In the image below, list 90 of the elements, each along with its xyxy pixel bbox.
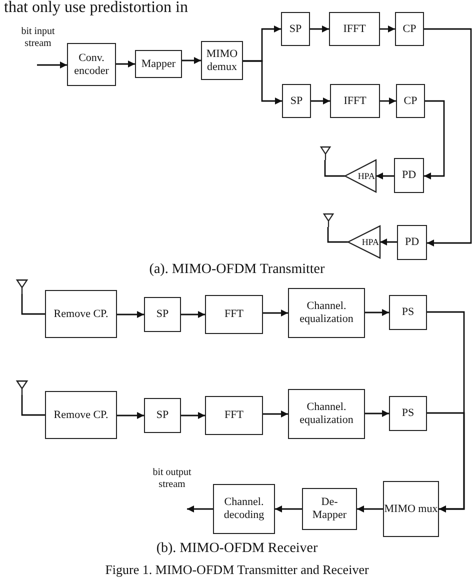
arrow — [117, 412, 144, 419]
body-text: that only use predistortion in — [4, 0, 189, 18]
amplifier-triangle — [345, 160, 376, 192]
connector-line — [21, 294, 45, 315]
arrow — [116, 60, 135, 68]
arrow — [380, 26, 395, 32]
block-label: MIMO mux — [384, 502, 438, 516]
process-box — [288, 288, 365, 338]
block-label: SP — [290, 94, 303, 108]
block-label: Channel. equalization — [298, 401, 354, 427]
process-box — [282, 84, 311, 118]
arrow — [275, 506, 302, 512]
process-box — [144, 398, 181, 433]
signal-label: bit input stream — [20, 26, 56, 50]
arrow — [424, 100, 445, 180]
process-box — [329, 12, 380, 46]
block-label: IFFT — [343, 22, 366, 36]
arrow — [376, 172, 394, 180]
arrow — [380, 98, 396, 104]
block-label: SP — [156, 409, 169, 422]
block-label: CP — [402, 22, 416, 36]
subfigure-caption: (b). MIMO-OFDM Receiver — [155, 541, 319, 558]
process-box — [67, 43, 116, 86]
block-label: Remove CP. — [54, 308, 108, 320]
arrow — [311, 98, 330, 104]
process-box — [330, 84, 380, 118]
block-label: PS — [402, 407, 414, 420]
arrow — [117, 311, 144, 318]
arrow — [37, 62, 67, 68]
block-label: Remove CP. — [54, 408, 108, 422]
process-box — [205, 295, 263, 334]
block-label: PS — [402, 306, 414, 319]
block-label: HPA — [358, 170, 375, 182]
process-box — [389, 295, 427, 330]
process-box — [45, 290, 117, 338]
signal-label: bit output stream — [152, 467, 192, 491]
process-box — [205, 396, 263, 435]
block-label: SP — [289, 22, 302, 36]
block-label: Channel. decoding — [222, 496, 266, 522]
arrow — [187, 506, 213, 512]
connector-line — [324, 160, 345, 177]
process-box — [395, 12, 424, 46]
arrow — [310, 26, 329, 32]
process-box — [389, 396, 427, 431]
process-box — [397, 225, 427, 260]
arrow — [263, 410, 288, 418]
antenna-icon — [323, 213, 334, 227]
arrow — [427, 412, 465, 512]
block-label: SP — [156, 308, 169, 321]
process-box — [396, 84, 425, 118]
process-box — [135, 50, 182, 78]
block-label: MIMO demux — [205, 48, 239, 74]
block-label: Conv. encoder — [73, 52, 110, 78]
antenna-icon — [16, 380, 28, 395]
block-label: PD — [402, 169, 416, 182]
arrow — [243, 60, 282, 104]
arrow — [182, 57, 201, 64]
figure-caption: Figure 1. MIMO-OFDM Transmitter and Receiver — [104, 562, 370, 578]
arrow — [357, 506, 383, 512]
process-box — [302, 488, 357, 530]
connector-line — [327, 227, 348, 243]
process-box — [394, 158, 424, 193]
antenna-icon — [16, 279, 28, 294]
process-box — [383, 481, 439, 537]
process-box — [201, 41, 243, 80]
process-box — [288, 389, 365, 439]
arrow — [424, 28, 472, 246]
process-box — [45, 391, 117, 439]
amplifier-triangle — [348, 226, 380, 258]
antenna-icon — [320, 146, 331, 160]
block-label: CP — [404, 94, 418, 108]
process-box — [213, 484, 275, 534]
connector-line — [21, 395, 45, 416]
block-label: FFT — [224, 308, 244, 321]
process-box — [281, 12, 310, 46]
block-label: IFFT — [344, 94, 366, 108]
block-label: FFT — [224, 409, 244, 422]
arrow — [181, 412, 205, 419]
block-label: PD — [404, 236, 420, 249]
arrow — [365, 309, 389, 316]
arrow — [380, 238, 397, 246]
arrow — [263, 310, 288, 316]
block-label: Mapper — [141, 58, 176, 70]
block-label: De- Mapper — [311, 496, 348, 522]
block-label: Channel. equalization — [298, 300, 354, 326]
block-label: HPA — [362, 236, 379, 248]
subfigure-caption: (a). MIMO-OFDM Transmitter — [148, 262, 326, 279]
arrow — [181, 311, 205, 318]
process-box — [144, 297, 181, 332]
arrow — [365, 410, 389, 417]
